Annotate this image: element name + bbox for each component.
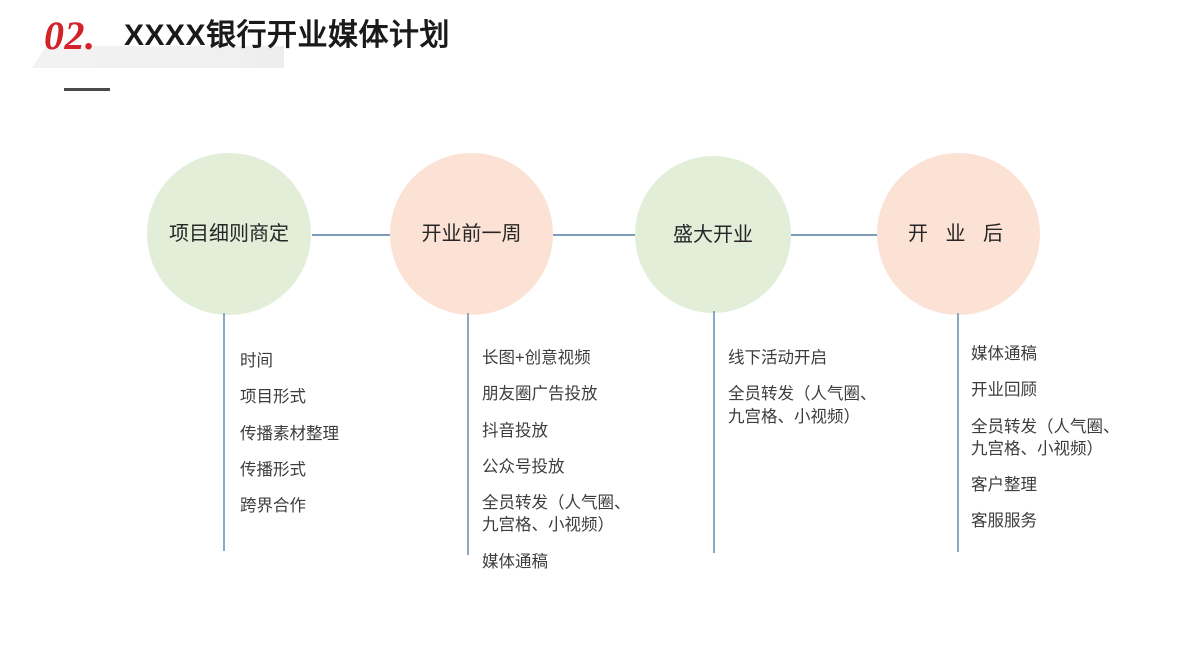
page-title: XXXX银行开业媒体计划 [124, 19, 451, 52]
detail-item: 全员转发（人气圈、 九宫格、小视频） [971, 417, 1120, 458]
detail-item: 开业回顾 [971, 381, 1037, 400]
detail-item: 全员转发（人气圈、 九宫格、小视频） [482, 494, 631, 535]
detail-item: 项目形式 [240, 388, 306, 407]
detail-item: 客服服务 [971, 512, 1037, 531]
timeline-node-2-label: 开业前一周 [421, 223, 522, 245]
timeline-node-3-label: 盛大开业 [673, 223, 753, 246]
timeline-node-1[interactable]: 项目细则商定 [147, 153, 311, 315]
connector-node3-node4 [791, 234, 878, 236]
timeline-node-3[interactable]: 盛大开业 [635, 156, 791, 313]
detail-list-3: 线下活动开启 全员转发（人气圈、 九宫格、小视频） [728, 347, 928, 428]
detail-item: 抖音投放 [482, 421, 548, 440]
timeline-node-4-label: 开 业 后 [907, 223, 1010, 245]
detail-item: 时间 [240, 352, 273, 370]
title-highlight-band [32, 46, 284, 68]
detail-list-4: 媒体通稿 开业回顾 全员转发（人气圈、 九宫格、小视频） 客户整理 客服服务 [971, 343, 1171, 533]
detail-item: 媒体通稿 [971, 345, 1037, 363]
timeline-node-4[interactable]: 开 业 后 [877, 153, 1040, 315]
connector-node1-node2 [312, 234, 390, 236]
detail-item: 媒体通稿 [482, 552, 548, 571]
timeline-node-2[interactable]: 开业前一周 [390, 153, 553, 315]
stem-node-1 [223, 313, 225, 551]
detail-item: 长图+创意视频 [482, 349, 591, 367]
section-number: 02. [44, 13, 96, 58]
detail-item: 朋友圈广告投放 [482, 385, 598, 404]
detail-list-1: 时间 项目形式 传播素材整理 传播形式 跨界合作 [240, 350, 420, 517]
detail-item: 客户整理 [971, 476, 1037, 495]
detail-list-2: 长图+创意视频 朋友圈广告投放 抖音投放 公众号投放 全员转发（人气圈、 九宫格… [482, 347, 682, 573]
connector-node2-node3 [553, 234, 635, 236]
timeline-node-1-label: 项目细则商定 [169, 223, 289, 245]
stem-node-2 [467, 313, 469, 555]
detail-item: 传播素材整理 [240, 424, 339, 443]
title-underline [64, 88, 110, 91]
stem-node-4 [957, 313, 959, 552]
detail-item: 线下活动开启 [728, 349, 827, 367]
detail-item: 全员转发（人气圈、 九宫格、小视频） [728, 385, 877, 426]
slide-header: 02. XXXX银行开业媒体计划 [0, 0, 1200, 120]
detail-item: 跨界合作 [240, 497, 306, 516]
detail-item: 公众号投放 [482, 457, 565, 476]
stem-node-3 [713, 311, 715, 553]
detail-item: 传播形式 [240, 460, 306, 479]
